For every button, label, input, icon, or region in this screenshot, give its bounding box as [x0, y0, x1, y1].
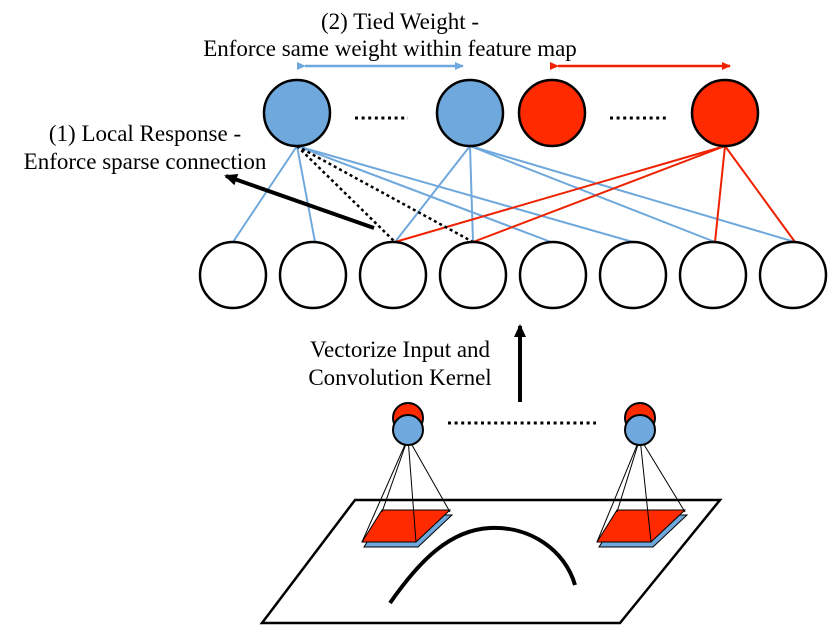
image-curve [388, 525, 577, 605]
input-unit [758, 240, 828, 310]
feature-unit-blue [624, 414, 656, 446]
connection-line [469, 145, 474, 243]
kernel-line [361, 437, 409, 543]
input-unit [678, 240, 748, 310]
input-unit [438, 240, 508, 310]
hidden-unit-blue [262, 78, 332, 148]
tied-weight-title: (2) Tied Weight - [321, 9, 479, 34]
dotted-connection-line [296, 145, 396, 243]
input-unit [598, 240, 668, 310]
input-unit [278, 240, 348, 310]
connection-line [394, 145, 471, 243]
hidden-unit-red [690, 78, 760, 148]
hidden-unit-red [517, 78, 587, 148]
kernel-left [361, 402, 454, 548]
input-unit [198, 240, 268, 310]
red-connections [394, 145, 796, 243]
kernel-line [616, 437, 641, 513]
connection-line [296, 145, 552, 243]
connection-line [296, 145, 634, 243]
dotted-connection-line [296, 144, 474, 244]
connection-line [472, 145, 726, 243]
hidden-unit-blue [435, 78, 505, 148]
connection-line [469, 145, 716, 243]
kernel-line [407, 437, 451, 513]
kernel-line [639, 437, 652, 543]
hidden-layer [262, 78, 760, 148]
feature-unit-blue [392, 414, 424, 446]
kernel-right [596, 402, 689, 548]
input-unit [358, 240, 428, 310]
kernel-line [639, 437, 686, 513]
local-response-subtitle: Enforce sparse connection [24, 149, 267, 174]
connection-line [296, 145, 316, 243]
tied-weight-subtitle: Enforce same weight within feature map [203, 36, 577, 61]
local-response-title: (1) Local Response - [49, 121, 241, 146]
blue-connections [232, 145, 796, 243]
connection-line [232, 145, 298, 243]
local-response-arrow [224, 173, 375, 230]
kernel-line [596, 437, 641, 543]
vectorize-label-line2: Convolution Kernel [308, 365, 491, 390]
input-layer [198, 240, 828, 310]
input-unit [518, 240, 588, 310]
sparse-dotted-connections [296, 144, 474, 244]
kernel-line [407, 437, 417, 543]
connection-line [469, 145, 796, 243]
image-plane-group [259, 402, 723, 625]
vectorize-label-line1: Vectorize Input and [310, 337, 491, 362]
connection-line [394, 145, 726, 243]
kernel-line [381, 437, 409, 513]
connection-line [714, 145, 726, 243]
connection-line [724, 145, 796, 243]
